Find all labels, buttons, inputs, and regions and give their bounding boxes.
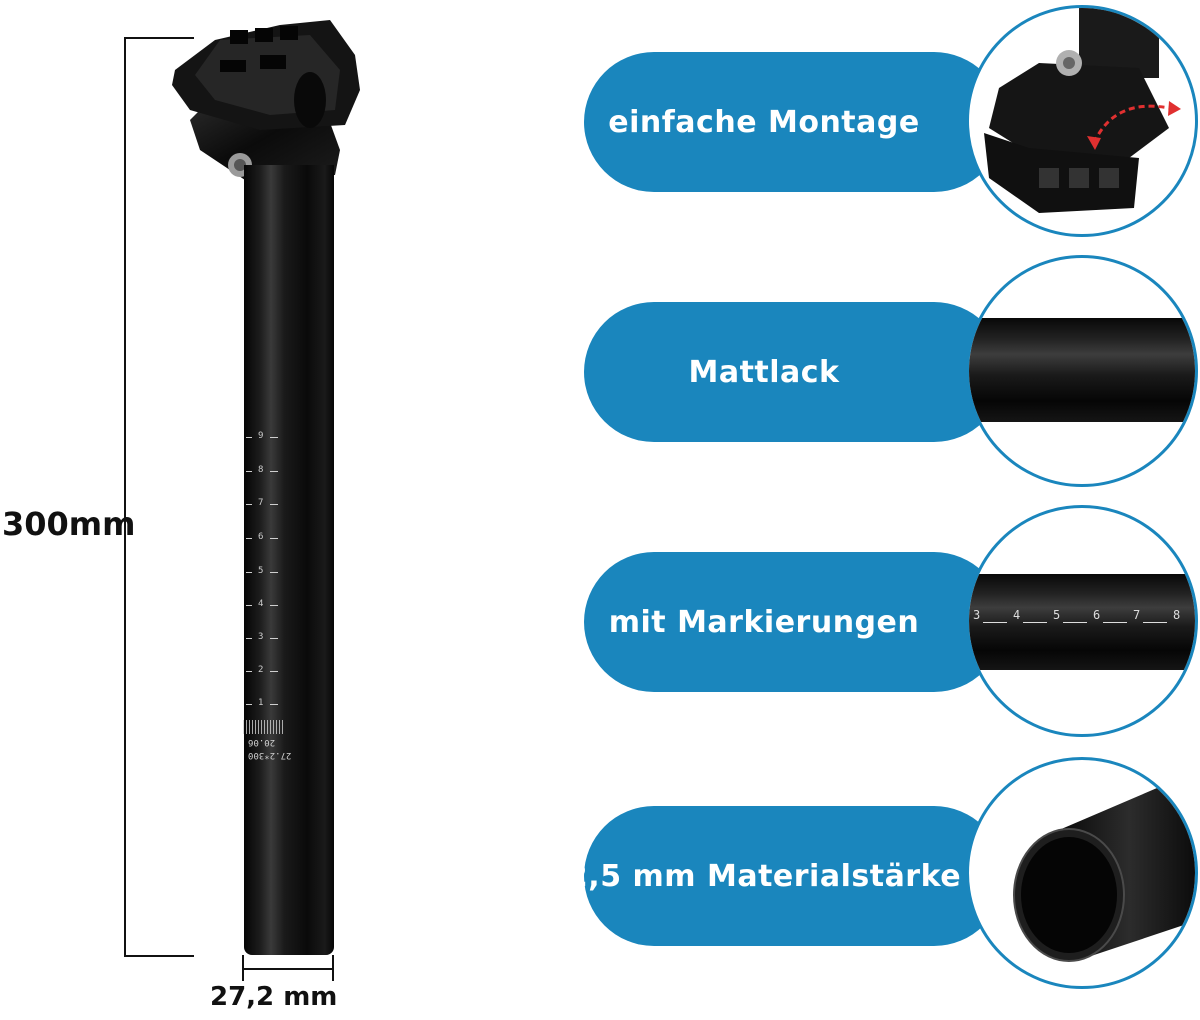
scale-mark: 9 — [246, 431, 282, 443]
seatpost-scale: 9 8 7 6 5 4 3 2 1 — [246, 425, 286, 725]
length-dimension-bottom-tick — [124, 955, 194, 957]
feature-label-thickness: 2,5 mm Materialstärke — [566, 858, 962, 894]
tube-mark: 3 — [973, 608, 981, 622]
diameter-dimension-right-tick — [332, 955, 334, 981]
scale-mark: 5 — [246, 566, 282, 578]
length-label: 300mm — [2, 505, 136, 543]
tube-mark: 7 — [1133, 608, 1141, 622]
scale-mark: 8 — [246, 465, 282, 477]
feature-pill-matte: Mattlack — [584, 302, 1004, 442]
tube-mark: 6 — [1093, 608, 1101, 622]
feature-label-matte: Mattlack — [688, 354, 840, 390]
tube-end-detail-image — [1013, 771, 1195, 962]
tube-mark: 8 — [1173, 608, 1181, 622]
tube-mark: 5 — [1053, 608, 1061, 622]
scale-mark: 3 — [246, 632, 282, 644]
length-dimension-line — [124, 37, 126, 957]
detail-circle-clamp — [966, 5, 1198, 237]
tube-mark: 4 — [1013, 608, 1021, 622]
scale-mark: 2 — [246, 665, 282, 677]
detail-circle-matte — [966, 255, 1198, 487]
scale-mark: 7 — [246, 498, 282, 510]
feature-label-markings: mit Markierungen — [608, 604, 920, 640]
feature-pill-thickness: 2,5 mm Materialstärke — [567, 806, 1004, 946]
matte-tube-detail — [969, 318, 1195, 422]
feature-pill-mounting: einfache Montage — [584, 52, 1004, 192]
detail-circle-thickness — [966, 757, 1198, 989]
seatpost-barcode — [243, 720, 285, 734]
diameter-dimension-left-tick — [242, 955, 244, 981]
diameter-dimension-line — [244, 968, 334, 970]
feature-label-mounting: einfache Montage — [608, 104, 920, 140]
seatpost-code-2: 27.2*300 — [248, 750, 292, 760]
diameter-label: 27,2 mm — [210, 982, 338, 1012]
tube-markings: 3 4 5 6 7 8 — [969, 608, 1195, 638]
scale-mark: 6 — [246, 532, 282, 544]
length-dimension-top-tick — [124, 37, 194, 39]
feature-pill-markings: mit Markierungen — [584, 552, 1004, 692]
seatpost-code-1: 20.06 — [248, 737, 276, 747]
scale-mark: 1 — [246, 698, 282, 710]
seatpost-tube — [244, 165, 334, 955]
scale-mark: 4 — [246, 599, 282, 611]
detail-circle-markings: 3 4 5 6 7 8 — [966, 505, 1198, 737]
seatpost-clamp-head — [172, 20, 360, 180]
clamp-detail-image — [984, 8, 1181, 213]
